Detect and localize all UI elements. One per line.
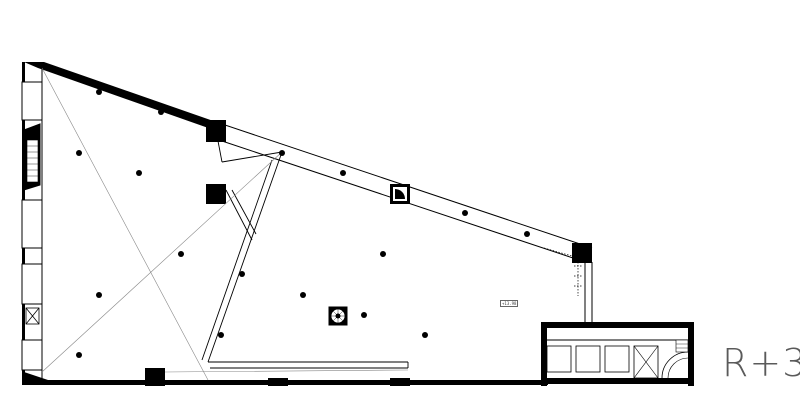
spiral-stair — [328, 306, 348, 326]
guide-lines — [41, 67, 409, 381]
left-shaft — [25, 307, 40, 325]
service-core — [541, 322, 694, 386]
facade-column-detail — [390, 184, 410, 204]
level-label: R+3 — [722, 341, 800, 385]
slab-outline — [22, 62, 593, 385]
dimension-marks — [543, 247, 582, 296]
left-wall-windows — [21, 81, 43, 371]
interior-partition — [201, 140, 409, 369]
point-columns — [76, 89, 530, 358]
left-stair — [23, 123, 41, 191]
structural-columns — [145, 120, 592, 386]
elevation-tag: +13.98 — [500, 300, 519, 307]
